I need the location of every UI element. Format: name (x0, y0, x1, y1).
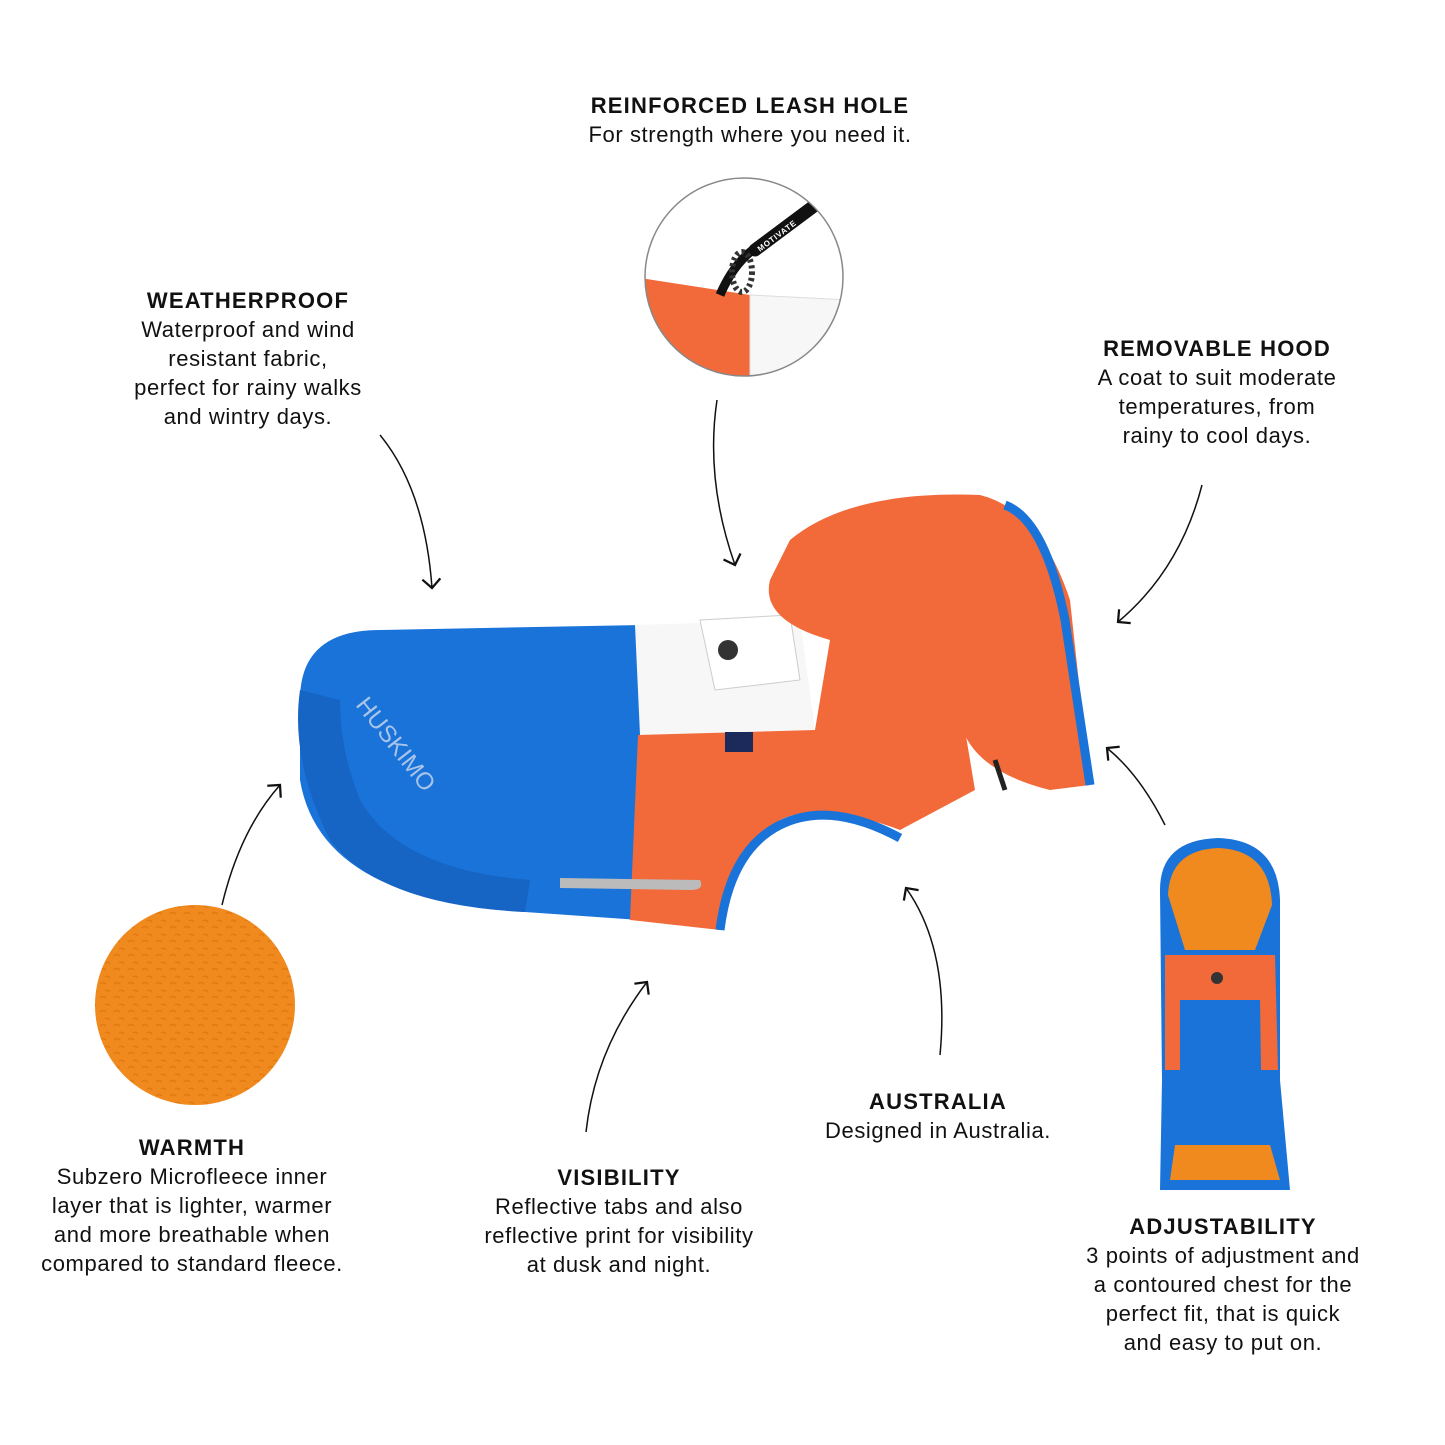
feature-leash-hole: REINFORCED LEASH HOLE For strength where… (588, 91, 911, 149)
feature-desc-line: Waterproof and wind (141, 317, 355, 342)
feature-title: VISIBILITY (557, 1165, 681, 1190)
feature-adjustability: ADJUSTABILITY 3 points of adjustment and… (1086, 1212, 1360, 1357)
callout-arrows (221, 399, 1203, 1133)
feature-desc-line: compared to standard fleece. (41, 1251, 343, 1276)
feature-desc-line: layer that is lighter, warmer (51, 1193, 333, 1218)
feature-removable-hood: REMOVABLE HOOD A coat to suit moderate t… (1098, 334, 1337, 450)
feature-title: ADJUSTABILITY (1129, 1214, 1317, 1239)
feature-desc-line: Reflective tabs and also (495, 1194, 743, 1219)
feature-desc-line: 3 points of adjustment and (1086, 1243, 1360, 1268)
feature-visibility: VISIBILITY Reflective tabs and also refl… (484, 1163, 753, 1279)
feature-australia: AUSTRALIA Designed in Australia. (825, 1087, 1051, 1145)
feature-desc-line: perfect for rainy walks (134, 375, 362, 400)
feature-desc-line: perfect fit, that is quick (1105, 1301, 1341, 1326)
feature-title: REINFORCED LEASH HOLE (590, 93, 910, 118)
feature-desc-line: at dusk and night. (526, 1252, 712, 1277)
feature-title: REMOVABLE HOOD (1103, 336, 1331, 361)
feature-desc-line: and wintry days. (163, 404, 333, 429)
feature-desc-line: Subzero Microfleece inner (56, 1164, 328, 1189)
feature-desc-line: rainy to cool days. (1122, 423, 1312, 448)
feature-desc-line: resistant fabric, (168, 346, 328, 371)
feature-weatherproof: WEATHERPROOF Waterproof and wind resista… (134, 286, 362, 431)
feature-title: AUSTRALIA (869, 1089, 1007, 1114)
feature-title: WEATHERPROOF (146, 288, 350, 313)
leash-hole-closeup: MOTIVATE (644, 177, 844, 377)
feature-desc-line: a contoured chest for the (1093, 1272, 1353, 1297)
feature-desc-line: reflective print for visibility (484, 1223, 754, 1248)
feature-desc-line: and more breathable when (53, 1222, 331, 1247)
feature-desc-line: temperatures, from (1118, 394, 1316, 419)
fleece-closeup (95, 905, 295, 1105)
feature-desc-line: and easy to put on. (1123, 1330, 1323, 1355)
feature-warmth: WARMTH Subzero Microfleece inner layer t… (41, 1133, 343, 1278)
feature-desc-line: For strength where you need it. (588, 122, 912, 147)
feature-desc-line: Designed in Australia. (825, 1118, 1051, 1143)
dog-coat-front-view (1160, 838, 1290, 1190)
dog-coat-side-view: HUSKIMO (298, 494, 1095, 931)
feature-desc-line: A coat to suit moderate (1097, 365, 1337, 390)
feature-title: WARMTH (138, 1135, 246, 1160)
